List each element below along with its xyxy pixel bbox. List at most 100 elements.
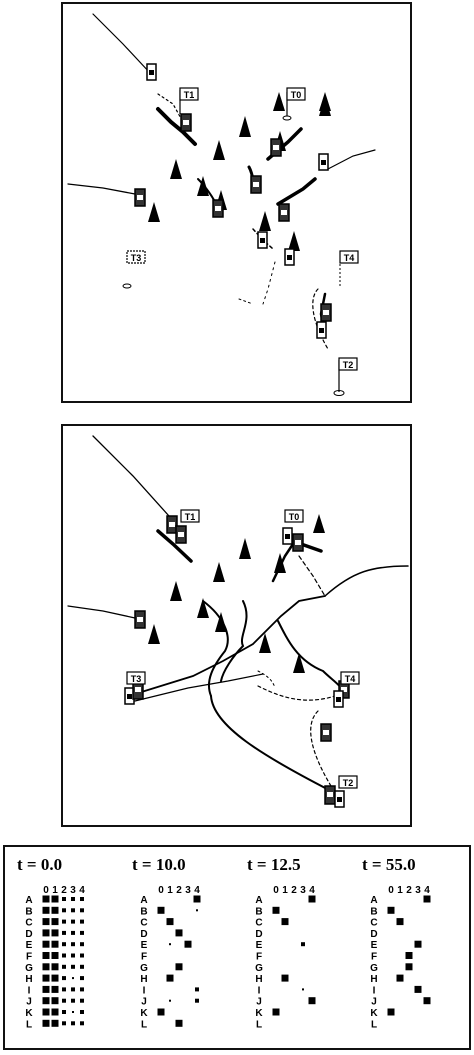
row-label: C: [370, 918, 377, 929]
matrix-cell: [42, 940, 50, 948]
trajectory-line: [238, 298, 254, 305]
row-label: C: [140, 918, 147, 929]
row-label: D: [140, 929, 147, 940]
matrix-cell: [42, 997, 50, 1005]
cone-obstacle-icon: [259, 211, 271, 231]
row-label: A: [140, 895, 147, 906]
matrix-cell: [272, 906, 280, 914]
column-label: 2: [291, 885, 297, 896]
column-label: 3: [70, 885, 76, 896]
matrix-cell: [42, 1019, 50, 1027]
cone-obstacle-icon: [239, 116, 251, 137]
matrix-cell: [80, 953, 84, 958]
targets: T1 T0 T3 T4 T2: [122, 87, 359, 396]
matrix-cell: [195, 998, 199, 1003]
matrix-cell: [157, 906, 165, 914]
cone-obstacle-icon: [213, 140, 225, 160]
target-flag-t4: T4: [339, 250, 359, 288]
column-label: 2: [406, 885, 412, 896]
row-label: I: [258, 985, 261, 996]
trajectory-line: [324, 565, 409, 597]
matrix-cell: [175, 1019, 183, 1027]
matrix-cell: [51, 940, 59, 948]
matrix-cell: [80, 964, 84, 969]
column-label: 1: [282, 885, 288, 896]
matrix-cell: [80, 1010, 84, 1014]
matrix-cell: [71, 942, 75, 947]
target-flag-t2: T2: [333, 357, 358, 396]
row-label: C: [25, 918, 32, 929]
matrix-cell: [80, 919, 84, 924]
row-label: E: [141, 940, 148, 951]
matrix-cell: [387, 1008, 395, 1016]
row-label: A: [255, 895, 262, 906]
matrix-cell: [272, 1008, 280, 1016]
row-label: A: [370, 895, 377, 906]
trajectory-line: [257, 685, 336, 701]
matrix-cell: [193, 895, 201, 903]
cone-obstacle-icon: [288, 231, 300, 251]
cone-obstacle-icon: [148, 202, 160, 222]
row-label: I: [28, 985, 31, 996]
matrix-cell: [62, 998, 66, 1003]
matrix-cell: [42, 1008, 50, 1016]
trajectory-line: [298, 555, 326, 597]
column-label: 0: [388, 885, 394, 896]
row-label: G: [370, 963, 378, 974]
row-label: J: [141, 997, 147, 1008]
matrix-cell: [80, 976, 84, 981]
row-label: H: [140, 974, 147, 985]
matrix-cell: [387, 906, 395, 914]
column-label: 3: [185, 885, 191, 896]
row-label: F: [141, 952, 147, 963]
matrix-cell: [80, 942, 84, 947]
column-label: 4: [424, 885, 430, 896]
robot-icon: [334, 790, 345, 808]
robot-icon: [134, 188, 146, 207]
cone-obstacle-icon: [274, 553, 286, 573]
matrix-cell: [62, 897, 66, 901]
trajectory-line: [210, 695, 332, 792]
matrix-cell: [157, 1008, 165, 1016]
column-label: 3: [415, 885, 421, 896]
trajectory-line: [202, 600, 229, 697]
target-label: T2: [343, 360, 354, 370]
robot-icon: [166, 515, 178, 534]
row-label: E: [371, 940, 378, 951]
row-label: A: [25, 895, 32, 906]
robot-icon: [134, 610, 146, 629]
row-label: F: [26, 952, 32, 963]
row-label: H: [25, 974, 32, 985]
trajectory-line: [92, 435, 170, 517]
column-label: 2: [176, 885, 182, 896]
cone-obstacle-icon: [313, 514, 325, 533]
target-label: T3: [131, 253, 142, 263]
trajectory-line: [310, 710, 332, 787]
robot-icon: [318, 153, 329, 171]
row-label: J: [256, 997, 262, 1008]
matrix-cell: [71, 908, 75, 913]
robot-icon: [316, 321, 327, 339]
row-label: L: [371, 1019, 377, 1030]
row-label: D: [370, 929, 377, 940]
obstacles: [148, 514, 325, 673]
trajectory-line: [327, 149, 376, 170]
trajectory-line: [156, 107, 197, 146]
row-label: G: [25, 963, 33, 974]
cone-obstacle-icon: [148, 624, 160, 644]
trajectory-line: [276, 177, 317, 206]
trajectory-line: [67, 183, 136, 195]
column-label: 1: [397, 885, 403, 896]
matrix-cell: [175, 929, 183, 937]
robot-icon: [282, 527, 293, 545]
row-label: E: [26, 940, 33, 951]
cone-obstacle-icon: [170, 581, 182, 601]
target-label: T2: [343, 778, 354, 788]
robot-icon: [292, 533, 304, 552]
matrix-cell: [62, 987, 66, 992]
matrix-cell: [175, 963, 183, 971]
robot-icon: [180, 113, 192, 132]
matrix-cell: [281, 918, 289, 926]
